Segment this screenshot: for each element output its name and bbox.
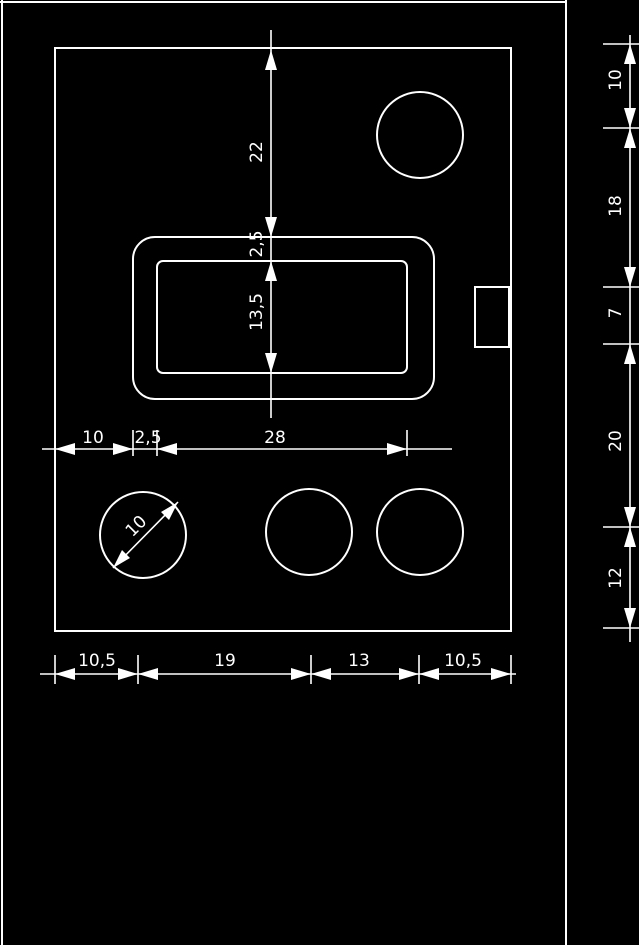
dim-label-22: 22: [247, 141, 267, 163]
bottom-dim-label-4: 10,5: [444, 651, 482, 671]
side-dim-label-4: 20: [606, 430, 626, 452]
arrow-window-bottom: [265, 353, 277, 373]
side-arrow-1b: [624, 108, 636, 128]
dim-label-28: 28: [264, 428, 286, 448]
arrow-diameter-lower: [113, 550, 130, 568]
dim-label-diameter-10: 10: [122, 512, 151, 541]
side-arrow-1a: [624, 44, 636, 64]
bottom-arrow-1b: [118, 668, 138, 680]
arrow-top: [265, 50, 277, 70]
window-opening: [156, 260, 408, 374]
hole-bottom-middle: [265, 488, 353, 576]
side-dim-label-3: 7: [606, 308, 626, 319]
dim-label-2-5-vertical: 2,5: [247, 230, 267, 257]
hole-bottom-right: [376, 488, 464, 576]
arrow-window-right: [387, 443, 407, 455]
side-arrow-5a: [624, 527, 636, 547]
panel-outline: [54, 47, 512, 632]
side-dim-label-2: 18: [606, 195, 626, 217]
arrow-window-left: [157, 443, 177, 455]
side-arrow-4b: [624, 507, 636, 527]
bottom-arrow-3b: [399, 668, 419, 680]
arrow-frame-left: [113, 443, 133, 455]
dim-label-2-5-horizontal: 2,5: [134, 428, 161, 448]
arrow-frame-top-up: [265, 217, 277, 237]
side-dim-label-5: 12: [606, 567, 626, 589]
arrow-left-edge: [55, 443, 75, 455]
bottom-arrow-2a: [138, 668, 158, 680]
side-arrow-5b: [624, 608, 636, 628]
side-arrow-2a: [624, 128, 636, 148]
arrow-diameter-upper: [161, 502, 178, 520]
arrow-frame-inner-down: [265, 261, 277, 281]
side-arrow-3a: [624, 344, 636, 364]
side-tab: [474, 286, 510, 348]
dim-label-13-5: 13,5: [247, 293, 267, 331]
bottom-dim-label-2: 19: [214, 651, 236, 671]
hole-top-right: [376, 91, 464, 179]
bottom-dim-label-1: 10,5: [78, 651, 116, 671]
hole-bottom-left: [99, 491, 187, 579]
bottom-dim-label-3: 13: [348, 651, 370, 671]
dim-label-10: 10: [82, 428, 104, 448]
bottom-arrow-3a: [311, 668, 331, 680]
side-arrow-2b: [624, 267, 636, 287]
side-dim-label-1: 10: [606, 69, 626, 91]
bottom-arrow-2b: [291, 668, 311, 680]
bottom-arrow-4b: [491, 668, 511, 680]
bottom-arrow-4a: [419, 668, 439, 680]
bottom-arrow-1a: [55, 668, 75, 680]
